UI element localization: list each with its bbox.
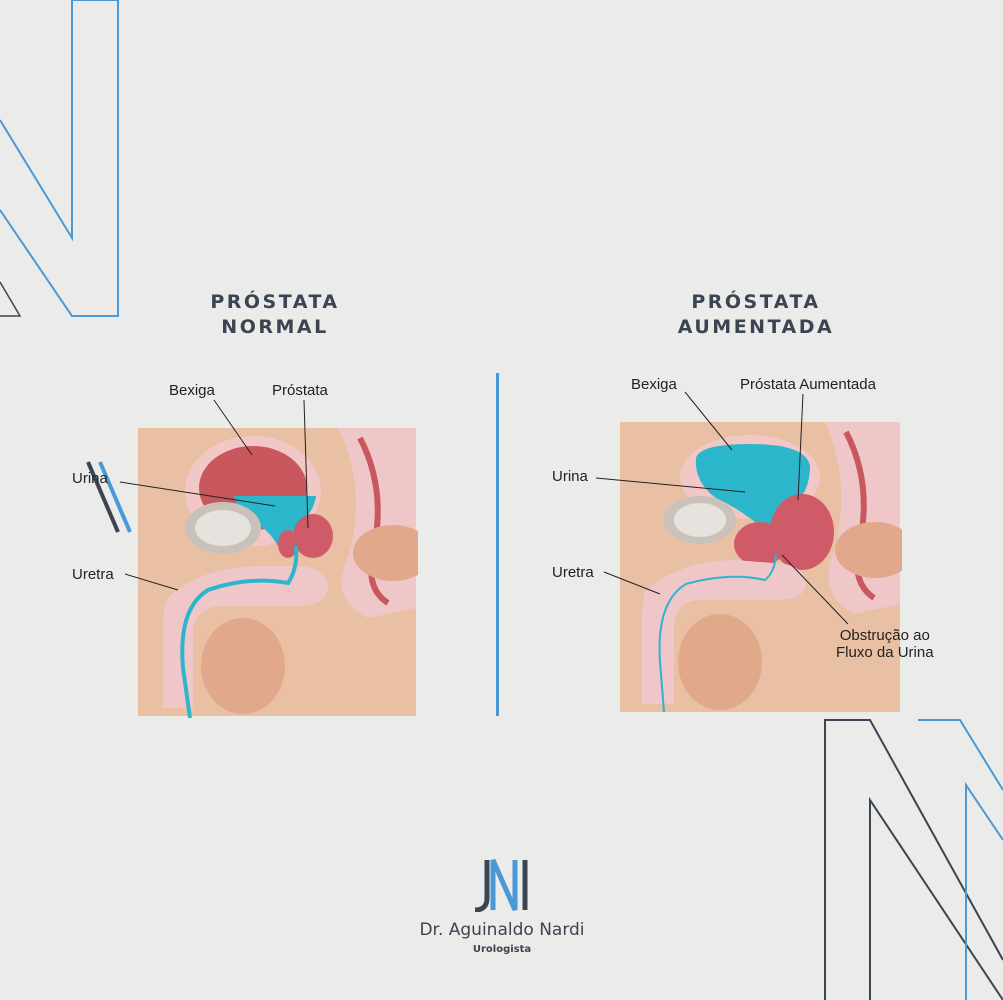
urethra-normal [180, 545, 299, 718]
right-title: PRÓSTATA AUMENTADA [636, 290, 876, 340]
stripes-decoration [86, 461, 132, 533]
testicle-right [678, 614, 762, 710]
enlarged-prostate-illustration [620, 422, 902, 713]
corner-n-outline-top-left [0, 0, 119, 317]
right-title-line2: AUMENTADA [677, 316, 835, 338]
gluteal-fold [353, 525, 418, 581]
label-obstrucao: Obstrução ao Fluxo da Urina [836, 627, 934, 661]
urethra-narrowed [658, 553, 777, 713]
label-obstrucao-line1: Obstrução ao [839, 627, 930, 644]
label-obstrucao-line2: Fluxo da Urina [836, 644, 934, 661]
left-title: PRÓSTATA NORMAL [155, 290, 395, 340]
label-bexiga-enlarged: Bexiga [631, 376, 677, 393]
normal-prostate-illustration [138, 428, 418, 718]
urine-normal [234, 496, 316, 546]
label-uretra-enlarged: Uretra [552, 564, 594, 581]
panel-divider [496, 373, 499, 716]
brand-role: Urologista [472, 944, 532, 955]
prostate-normal [293, 514, 333, 558]
corner-n-outline-bottom-right [824, 719, 1003, 1000]
gluteal-fold-right [835, 522, 902, 578]
jn-monogram-icon [474, 858, 528, 912]
left-title-line2: NORMAL [221, 316, 329, 338]
brand-name: Dr. Aguinaldo Nardi [419, 920, 585, 940]
right-title-line1: PRÓSTATA [691, 291, 821, 313]
label-urina-enlarged: Urina [552, 468, 588, 485]
label-urina-normal: Urina [72, 470, 108, 487]
label-prostata-aumentada: Próstata Aumentada [740, 376, 876, 393]
prostate-enlarged [770, 494, 834, 570]
testicle [201, 618, 285, 714]
label-bexiga-normal: Bexiga [169, 382, 215, 399]
penis-shaft-right [642, 560, 807, 704]
left-title-line1: PRÓSTATA [210, 291, 340, 313]
label-uretra-normal: Uretra [72, 566, 114, 583]
penis-shaft [163, 566, 328, 708]
label-prostata-normal: Próstata [272, 382, 328, 399]
